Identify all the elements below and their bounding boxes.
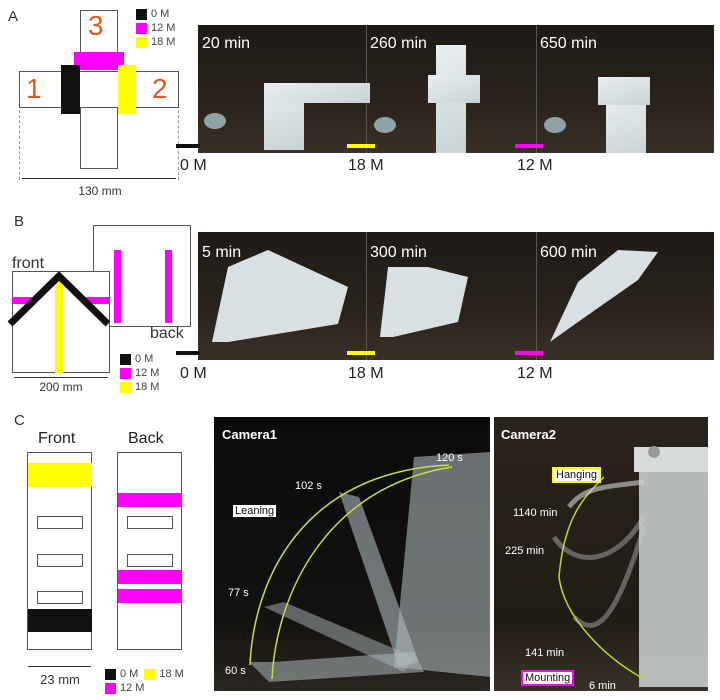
panel-a-label: A [8, 8, 19, 25]
panel-b-photo-strip: 5 min 300 min 600 min [198, 232, 714, 360]
legend-b: 0 M 12 M 18 M [120, 352, 159, 394]
legend-item: 0 M [105, 667, 138, 681]
dimension-label: 130 mm [78, 184, 122, 198]
concentration-label: 18 M [348, 365, 384, 382]
front-strip [27, 452, 92, 650]
time-label: 6 min [589, 680, 616, 691]
mode-badge-hanging: Hanging [552, 467, 601, 483]
dimension-line [22, 178, 176, 179]
hinge-12m [74, 52, 124, 70]
panel-b-label: B [14, 213, 25, 230]
time-label: 120 s [436, 452, 463, 464]
legend-item: 18 M [120, 380, 159, 394]
arrow-18m [347, 144, 375, 148]
time-label: 77 s [228, 587, 249, 599]
mode-badge-mounting: Mounting [521, 670, 575, 686]
legend-a: 0 M 12 M 18 M [136, 7, 175, 49]
concentration-label: 0 M [180, 365, 207, 382]
frame-time: 5 min [202, 244, 242, 261]
camera2-photo: Camera2 Hanging 1140 min 225 min 141 min… [494, 417, 708, 691]
back-label: Back [128, 430, 164, 447]
frame-time: 20 min [202, 35, 251, 52]
dimension-label: 200 mm [39, 380, 83, 394]
legend-item: 12 M [136, 21, 175, 35]
time-label: 225 min [505, 545, 545, 557]
hinge-0m [61, 65, 80, 114]
legend-c: 0 M 18 M 12 M [105, 667, 195, 695]
arrow-12m [515, 351, 543, 355]
legend-item: 0 M [120, 352, 159, 366]
dim-guide-left [19, 110, 20, 180]
camera1-photo: Camera1 120 s 102 s Leaning 77 s 60 s [214, 417, 490, 691]
frame-time: 260 min [370, 35, 427, 52]
dimension-line [28, 666, 91, 667]
legend-item: 18 M [144, 667, 184, 681]
back-strip [117, 452, 182, 650]
concentration-label: 0 M [180, 157, 207, 174]
frame-time: 300 min [370, 244, 427, 261]
back-label: back [150, 325, 184, 342]
flap-3-label: 3 [88, 10, 104, 41]
hinge-18m [118, 65, 136, 114]
camera2-title: Camera2 [501, 427, 556, 442]
panel-a-photo-strip: 20 min 260 min 650 min [198, 25, 714, 153]
concentration-label: 18 M [348, 157, 384, 174]
arrow-0m [176, 144, 200, 148]
frame-time: 650 min [540, 35, 597, 52]
arrow-18m [347, 351, 375, 355]
legend-item: 12 M [105, 681, 195, 695]
dimension-label: 23 mm [40, 672, 80, 687]
dimension-line [14, 377, 108, 378]
time-label: 102 s [295, 480, 322, 492]
panel-a-diagram: 3 1 2 130 mm 0 M 12 M 18 M [0, 0, 190, 200]
legend-item: 12 M [120, 366, 159, 380]
arrow-12m [515, 144, 543, 148]
front-fold-lines [7, 271, 111, 373]
legend-item: 0 M [136, 7, 175, 21]
front-label: Front [38, 430, 76, 447]
flap-2-label: 2 [152, 73, 168, 104]
flap-1-label: 1 [26, 73, 42, 104]
panel-c-label: C [14, 412, 25, 429]
mode-badge-leaning: Leaning [233, 505, 277, 517]
front-label: front [12, 255, 45, 272]
camera1-title: Camera1 [222, 427, 277, 442]
time-label: 60 s [225, 665, 246, 677]
arrow-0m [176, 351, 200, 355]
time-label: 1140 min [513, 507, 558, 519]
frame-time: 600 min [540, 244, 597, 261]
concentration-label: 12 M [517, 365, 553, 382]
stem [80, 108, 118, 169]
crossbar [19, 71, 179, 108]
concentration-label: 12 M [517, 157, 553, 174]
time-label: 141 min [525, 647, 565, 659]
legend-item: 18 M [136, 35, 175, 49]
